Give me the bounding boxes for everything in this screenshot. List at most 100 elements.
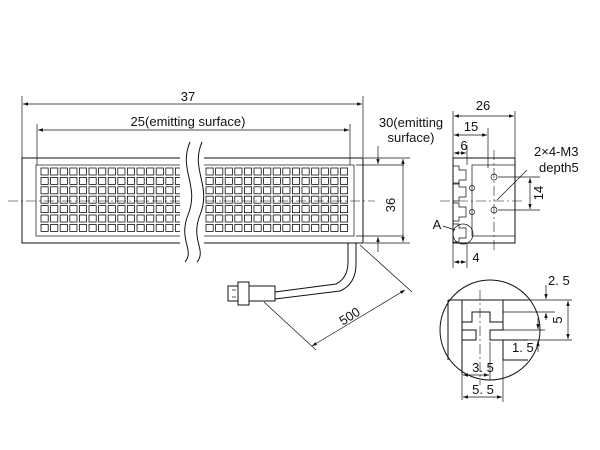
led-cell — [107, 195, 116, 204]
led-grid-left — [40, 167, 183, 232]
led-cell — [311, 186, 320, 195]
led-grid-right — [205, 167, 348, 232]
led-cell — [98, 186, 107, 195]
led-cell — [107, 214, 116, 223]
emitting-length-label: 25(emitting surface) — [131, 114, 246, 129]
led-cell — [136, 176, 145, 185]
cable — [227, 243, 357, 306]
led-cell — [40, 186, 49, 195]
led-cell — [234, 186, 243, 195]
led-cell — [146, 214, 155, 223]
led-cell — [272, 205, 281, 214]
led-cell — [311, 205, 320, 214]
led-cell — [88, 195, 97, 204]
led-cell — [50, 167, 59, 176]
led-cell — [59, 214, 68, 223]
led-cell — [339, 186, 348, 195]
led-cell — [117, 167, 126, 176]
led-cell — [40, 195, 49, 204]
led-cell — [165, 205, 174, 214]
led-cell — [263, 214, 272, 223]
led-cell — [69, 167, 78, 176]
led-cell — [215, 176, 224, 185]
led-cell — [291, 167, 300, 176]
led-cell — [79, 167, 88, 176]
led-cell — [98, 167, 107, 176]
led-cell — [272, 214, 281, 223]
led-cell — [263, 176, 272, 185]
led-cell — [107, 205, 116, 214]
led-cell — [291, 186, 300, 195]
led-cell — [291, 176, 300, 185]
led-cell — [224, 223, 233, 232]
led-cell — [165, 186, 174, 195]
led-cell — [291, 223, 300, 232]
led-cell — [215, 195, 224, 204]
led-cell — [234, 195, 243, 204]
offset-15-label: 15 — [464, 119, 478, 134]
led-cell — [40, 214, 49, 223]
led-cell — [291, 205, 300, 214]
led-cell — [243, 195, 252, 204]
thread-note-line1: 2×4-M3 — [534, 144, 578, 159]
led-cell — [205, 195, 214, 204]
detail-a-marker — [452, 223, 474, 245]
led-cell — [88, 176, 97, 185]
led-cell — [243, 214, 252, 223]
led-cell — [79, 205, 88, 214]
led-cell — [136, 167, 145, 176]
led-cell — [320, 186, 329, 195]
led-cell — [155, 186, 164, 195]
led-cell — [79, 195, 88, 204]
led-cell — [301, 205, 310, 214]
led-cell — [79, 214, 88, 223]
led-cell — [117, 176, 126, 185]
side-width-label: 26 — [476, 98, 490, 113]
led-cell — [79, 186, 88, 195]
led-cell — [301, 214, 310, 223]
led-cell — [330, 223, 339, 232]
led-cell — [320, 214, 329, 223]
led-cell — [263, 195, 272, 204]
emitting-width-label-2: surface) — [388, 130, 435, 145]
led-cell — [234, 223, 243, 232]
led-cell — [136, 186, 145, 195]
led-cell — [146, 167, 155, 176]
led-cell — [301, 176, 310, 185]
mount-spacing-label: 14 — [531, 186, 546, 200]
led-cell — [282, 205, 291, 214]
led-cell — [301, 223, 310, 232]
led-cell — [330, 205, 339, 214]
led-cell — [215, 205, 224, 214]
led-cell — [272, 186, 281, 195]
led-cell — [339, 214, 348, 223]
led-cell — [165, 195, 174, 204]
led-cell — [146, 205, 155, 214]
led-cell — [127, 223, 136, 232]
dimension-height: 36 — [364, 157, 410, 244]
led-cell — [98, 176, 107, 185]
led-cell — [146, 186, 155, 195]
led-cell — [98, 195, 107, 204]
led-cell — [40, 176, 49, 185]
led-cell — [136, 214, 145, 223]
led-cell — [215, 223, 224, 232]
led-cell — [301, 186, 310, 195]
led-cell — [117, 214, 126, 223]
led-cell — [88, 167, 97, 176]
led-cell — [107, 167, 116, 176]
led-cell — [155, 223, 164, 232]
led-cell — [330, 176, 339, 185]
led-cell — [320, 176, 329, 185]
led-cell — [205, 223, 214, 232]
led-cell — [282, 214, 291, 223]
led-cell — [263, 186, 272, 195]
led-cell — [253, 223, 262, 232]
led-cell — [224, 205, 233, 214]
led-cell — [224, 186, 233, 195]
led-cell — [59, 223, 68, 232]
led-cell — [155, 195, 164, 204]
led-cell — [234, 214, 243, 223]
front-view: 37 25(emitting surface) 30(emitting sur — [8, 89, 443, 351]
led-cell — [165, 223, 174, 232]
